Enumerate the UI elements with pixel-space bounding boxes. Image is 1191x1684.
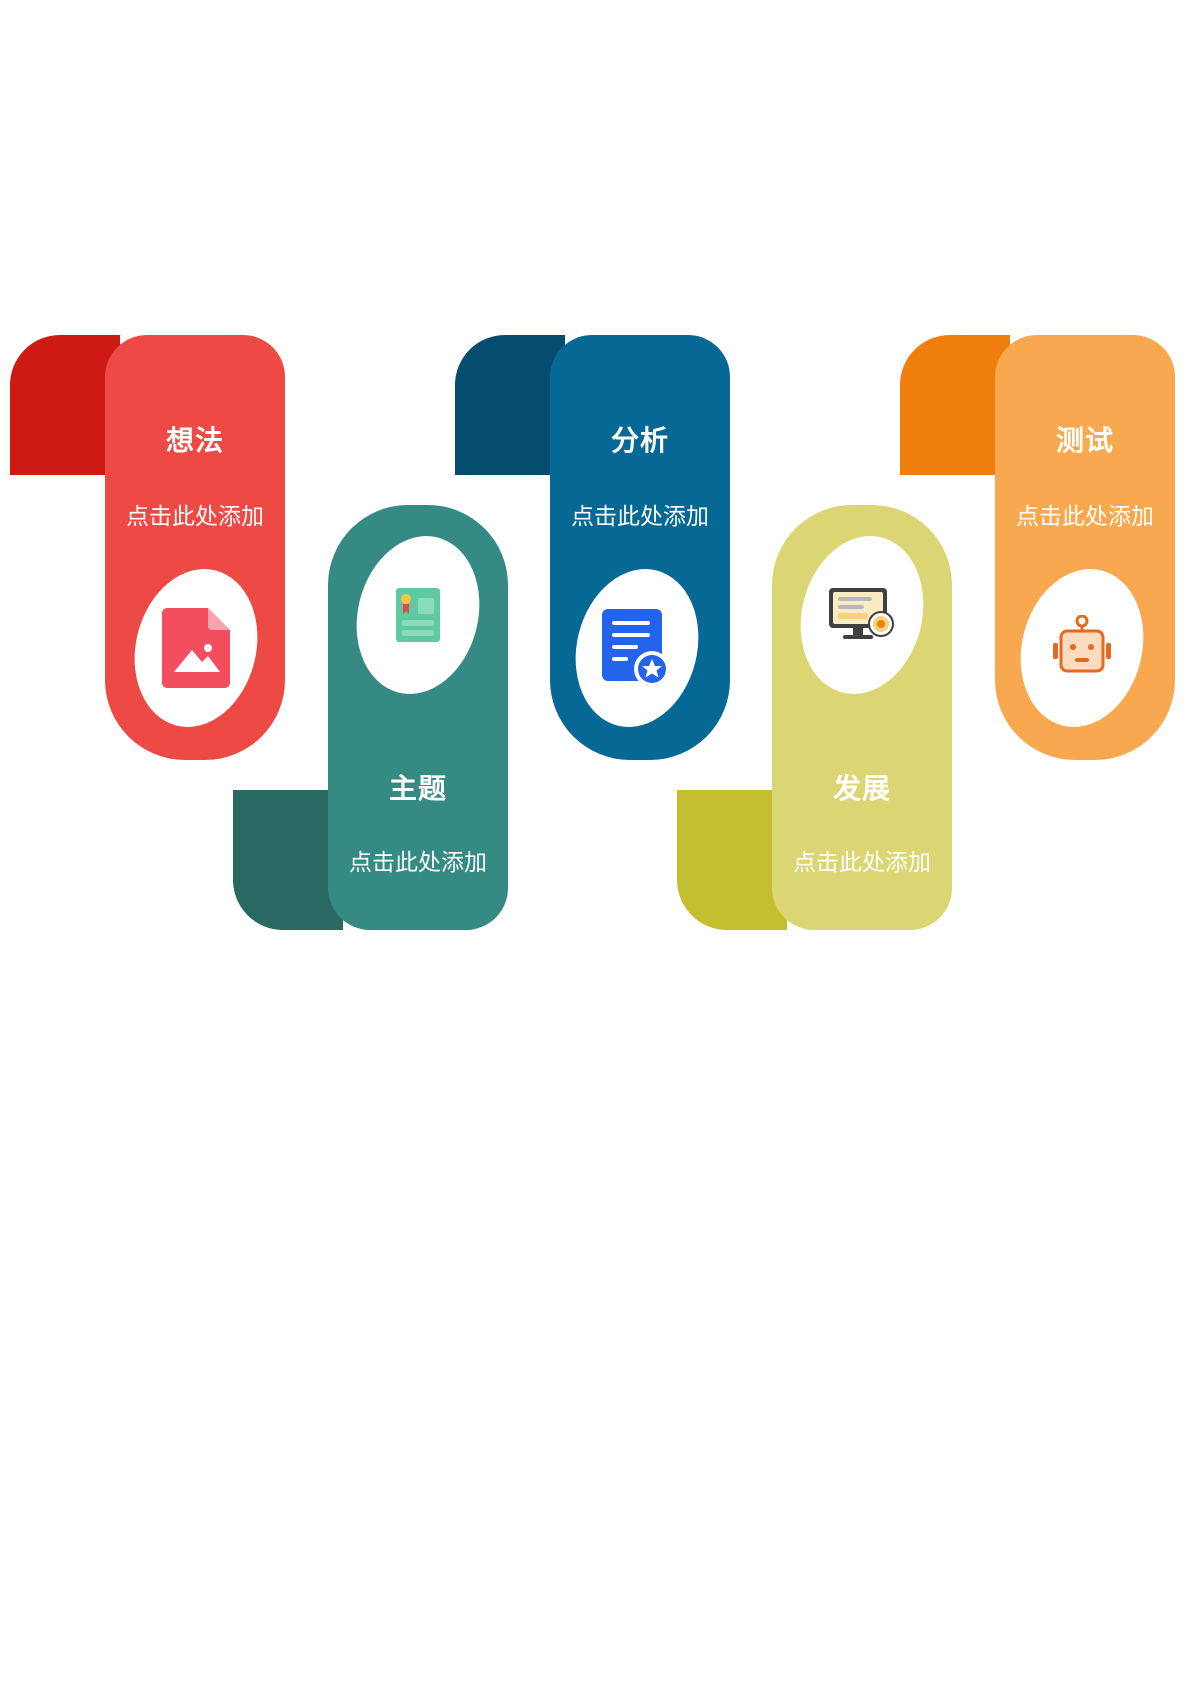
ribbon-fold-4: [677, 790, 787, 930]
step-desc-4[interactable]: 点击此处添加: [793, 850, 931, 876]
icon-badge-2: [340, 522, 496, 708]
step-desc-1[interactable]: 点击此处添加: [126, 504, 264, 530]
icon-badge-4: [784, 522, 940, 708]
step-ribbon-3: 分析 点击此处添加: [455, 335, 730, 760]
step-ribbon-2: 主题 点击此处添加: [233, 505, 508, 930]
step-title-2: 主题: [388, 772, 447, 805]
icon-badge-5: [1004, 555, 1160, 741]
ribbon-fold-3: [455, 335, 565, 475]
robot-icon: [1049, 615, 1115, 681]
icon-badge-1: [118, 555, 274, 741]
step-ribbon-5: 测试 点击此处添加: [900, 335, 1175, 760]
document-star-icon: [602, 609, 672, 687]
certificate-card-icon: [396, 588, 440, 642]
ribbon-fold-2: [233, 790, 343, 930]
step-desc-3[interactable]: 点击此处添加: [571, 504, 709, 530]
ribbon-fold-1: [10, 335, 120, 475]
icon-badge-3: [559, 555, 715, 741]
step-desc-5[interactable]: 点击此处添加: [1016, 504, 1154, 530]
step-title-5: 测试: [1055, 424, 1114, 457]
step-ribbon-1: 想法 点击此处添加: [10, 335, 285, 760]
image-file-icon: [162, 608, 230, 688]
step-title-1: 想法: [165, 424, 224, 457]
step-ribbon-4: 发展 点击此处添加: [677, 505, 952, 930]
step-title-4: 发展: [832, 772, 891, 805]
step-title-3: 分析: [610, 424, 669, 457]
step-desc-2[interactable]: 点击此处添加: [349, 850, 487, 876]
seo-monitor-icon: [829, 588, 895, 642]
ribbon-fold-5: [900, 335, 1010, 475]
